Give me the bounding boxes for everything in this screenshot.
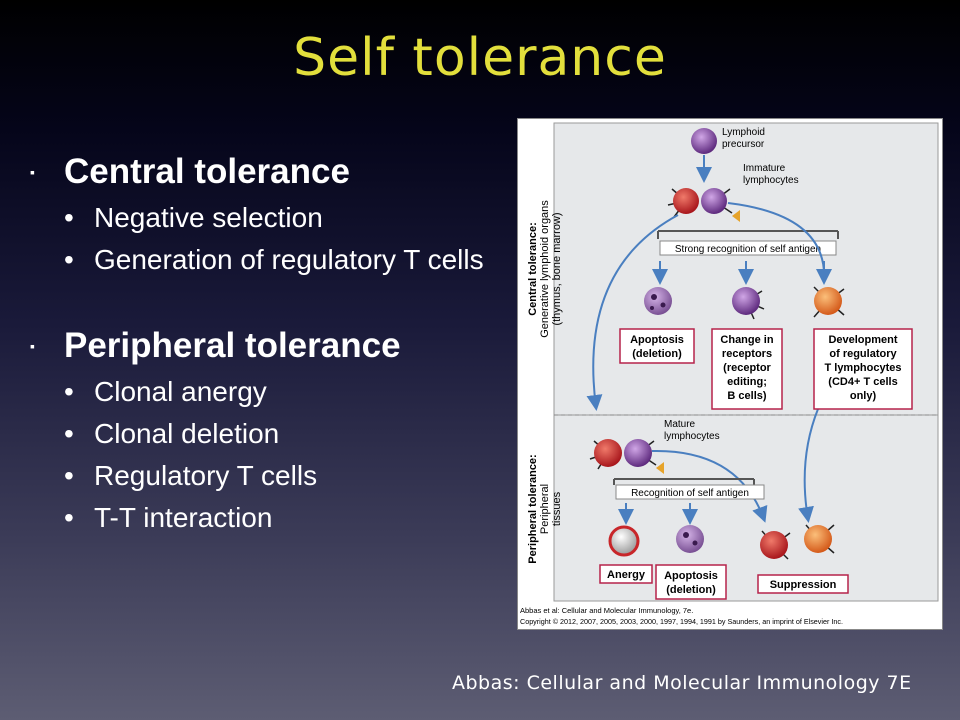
deleted-cell	[676, 525, 704, 553]
bullet-item: • Negative selection	[30, 200, 510, 236]
anergy-box	[599, 564, 653, 584]
mature-red-cell	[589, 439, 622, 470]
svg-text:(receptor: (receptor	[723, 362, 771, 374]
bullet-marker: ▪	[30, 338, 35, 354]
anergic-cell	[608, 525, 640, 557]
suppression-box	[757, 574, 849, 594]
svg-text:only): only)	[850, 390, 877, 402]
bullet-item: • Generation of regulatory T cells	[30, 242, 510, 278]
mature-label: Mature	[664, 419, 696, 430]
bullet-dot: •	[64, 376, 74, 407]
regulatory-t-cell	[813, 286, 845, 318]
svg-text:Development: Development	[828, 334, 897, 346]
bullet-item-text: Clonal anergy	[94, 376, 267, 407]
svg-text:Peripheral tolerance:: Peripheral tolerance:	[527, 454, 539, 563]
figure-copyright: Copyright © 2012, 2007, 2005, 2003, 2000…	[520, 617, 843, 626]
lymphoid-label: precursor	[722, 139, 765, 150]
regulatory-path-arrow	[798, 408, 819, 523]
svg-text:Peripheral: Peripheral	[539, 484, 551, 534]
svg-text:Change in: Change in	[720, 334, 773, 346]
bullet-item-text: Generation of regulatory T cells	[94, 244, 484, 275]
bullet-item-text: Negative selection	[94, 202, 323, 233]
mature-label: lymphocytes	[664, 431, 720, 442]
svg-text:Central tolerance:: Central tolerance:	[527, 222, 539, 316]
immature-label: lymphocytes	[743, 175, 799, 186]
change-receptors-box	[711, 328, 783, 410]
immature-label: Immature	[743, 163, 786, 174]
bullet-item: • T-T interaction	[30, 500, 510, 536]
bullet-item: • Clonal anergy	[30, 374, 510, 410]
bullet-heading-central: Central tolerance	[64, 152, 350, 191]
mature-purple-cell	[624, 439, 664, 474]
bullet-dot: •	[64, 502, 74, 533]
bullet-item-text: Clonal deletion	[94, 418, 280, 449]
bullet-central-tolerance: ▪ Central tolerance	[30, 150, 510, 194]
svg-text:(thymus, bone marrow): (thymus, bone marrow)	[551, 212, 563, 325]
immature-purple-cell	[701, 188, 740, 222]
svg-text:editing;: editing;	[727, 376, 767, 388]
regulatory-development-box	[813, 328, 913, 410]
svg-text:B cells): B cells)	[727, 390, 766, 402]
bullet-marker: ▪	[30, 164, 35, 180]
strong-recognition-label: Strong recognition of self antigen	[675, 244, 821, 255]
bullet-dot: •	[64, 460, 74, 491]
apoptotic-cell	[644, 287, 672, 315]
figure-credit: Abbas et al: Cellular and Molecular Immu…	[520, 606, 693, 615]
tolerance-diagram: Central tolerance: Generative lymphoid o…	[517, 118, 943, 630]
bullet-dot: •	[64, 418, 74, 449]
bullet-item-text: Regulatory T cells	[94, 460, 318, 491]
apoptosis-box	[619, 328, 695, 364]
suppressed-red-cell	[760, 530, 791, 560]
bullet-dot: •	[64, 244, 74, 275]
apoptosis-peripheral-box	[655, 564, 727, 600]
bullet-heading-peripheral: Peripheral tolerance	[64, 326, 401, 365]
peripheral-side-label: Peripheral tolerance: Peripheral tissues	[527, 454, 563, 563]
bullet-item: • Regulatory T cells	[30, 458, 510, 494]
svg-text:Anergy: Anergy	[607, 569, 646, 581]
svg-text:(deletion): (deletion)	[666, 584, 716, 596]
bullet-item: • Clonal deletion	[30, 416, 510, 452]
svg-text:(deletion): (deletion)	[632, 348, 682, 360]
svg-text:Apoptosis: Apoptosis	[630, 334, 684, 346]
bullet-item-text: T-T interaction	[94, 502, 273, 533]
svg-text:of regulatory: of regulatory	[829, 348, 897, 360]
slide-title: Self tolerance	[293, 28, 667, 88]
receptor-editing-cell	[732, 287, 765, 320]
bullet-peripheral-tolerance: ▪ Peripheral tolerance	[30, 324, 510, 368]
bullet-dot: •	[64, 202, 74, 233]
bullet-list: ▪ Central tolerance •Negative selection …	[30, 150, 510, 536]
recognition-label: Recognition of self antigen	[631, 488, 749, 499]
source-caption: Abbas: Cellular and Molecular Immunology…	[452, 672, 912, 694]
mature-path-arrow	[586, 214, 679, 411]
central-side-label: Central tolerance: Generative lymphoid o…	[527, 200, 563, 338]
lymphoid-precursor-cell	[691, 128, 717, 154]
svg-text:T lymphocytes: T lymphocytes	[824, 362, 901, 374]
svg-text:Apoptosis: Apoptosis	[664, 570, 718, 582]
svg-text:receptors: receptors	[722, 348, 772, 360]
diagram-svg: Central tolerance: Generative lymphoid o…	[520, 122, 939, 626]
svg-text:Suppression: Suppression	[770, 579, 837, 591]
lymphoid-label: Lymphoid	[722, 127, 765, 138]
svg-text:Generative lymphoid organs: Generative lymphoid organs	[539, 200, 551, 338]
svg-text:tissues: tissues	[551, 491, 563, 526]
immature-red-cell	[667, 188, 699, 218]
svg-text:(CD4+ T cells: (CD4+ T cells	[828, 376, 897, 388]
suppressor-orange-cell	[804, 524, 835, 554]
